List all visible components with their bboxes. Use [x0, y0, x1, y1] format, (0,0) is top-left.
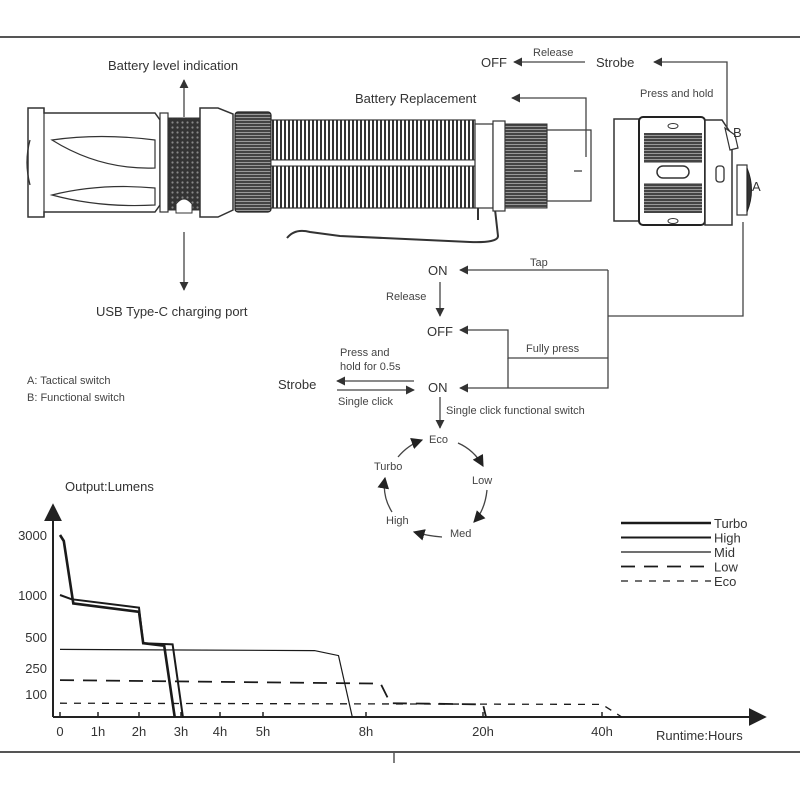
battery-level-label: Battery level indication [108, 58, 238, 73]
on-state-top: ON [428, 263, 448, 278]
x-tick-label: 40h [591, 724, 613, 739]
usb-port [175, 198, 193, 214]
tap-label: Tap [530, 257, 548, 269]
y-tick-label: 500 [25, 630, 47, 645]
mode-turbo: Turbo [374, 461, 402, 473]
cycle-arrow [412, 529, 443, 541]
cycle-arrow [473, 489, 488, 523]
strobe-label-top: Strobe [596, 55, 634, 70]
usb-port-label: USB Type-C charging port [96, 304, 248, 319]
x-tick-label: 3h [174, 724, 188, 739]
battery-level-knurl [167, 117, 201, 211]
on-state-bottom: ON [428, 380, 448, 395]
legend-label: Eco [714, 574, 736, 589]
release-label-top: Release [533, 47, 573, 59]
strobe-label-flow: Strobe [278, 377, 316, 392]
x-tick-label: 5h [256, 724, 270, 739]
x-tick-label: 20h [472, 724, 494, 739]
switch-legend-b: B: Functional switch [27, 392, 125, 404]
mode-med: Med [450, 528, 471, 540]
mode-high: High [386, 515, 409, 527]
mode-low: Low [472, 475, 492, 487]
press-hold-line1: Press and [340, 347, 390, 359]
tactical-switch-a [746, 167, 752, 213]
y-tick-label: 100 [25, 687, 47, 702]
flashlight-illustration [26, 107, 752, 244]
single-click-functional-label: Single click functional switch [446, 405, 585, 417]
cycle-arrow [377, 476, 393, 513]
series-line-eco [59, 702, 623, 718]
cycle-arrow [397, 438, 424, 458]
series-line-turbo [58, 534, 176, 718]
x-tick-label: 0 [56, 724, 63, 739]
y-tick-label: 1000 [18, 588, 47, 603]
press-hold-line2: hold for 0.5s [340, 361, 401, 373]
off-label-top: OFF [481, 55, 507, 70]
tailcap [613, 118, 640, 222]
legend-label: Mid [714, 545, 735, 560]
x-tick-label: 1h [91, 724, 105, 739]
press-and-hold-label: Press and hold [640, 88, 713, 100]
y-tick-label: 3000 [18, 528, 47, 543]
functional-switch-b [724, 126, 739, 151]
y-tick-label: 250 [25, 661, 47, 676]
mode-eco: Eco [429, 434, 448, 446]
legend-label: Turbo [714, 516, 747, 531]
legend-label: Low [714, 560, 738, 575]
switch-legend-a: A: Tactical switch [27, 375, 111, 387]
battery-replacement-label: Battery Replacement [355, 91, 477, 106]
fully-press-label: Fully press [526, 343, 580, 355]
series-line-high [59, 594, 184, 718]
legend-label: High [714, 531, 741, 546]
y-axis-label: Output:Lumens [65, 479, 154, 494]
x-tick-label: 8h [359, 724, 373, 739]
release-label-flow: Release [386, 291, 426, 303]
series-line-low [59, 679, 487, 718]
x-tick-label: 2h [132, 724, 146, 739]
x-axis-label: Runtime:Hours [656, 728, 743, 743]
off-state: OFF [427, 324, 453, 339]
runtime-chart: Output:Lumens Runtime:Hours 300010005002… [18, 479, 767, 743]
cycle-arrow [457, 442, 484, 468]
single-click-label: Single click [338, 396, 394, 408]
label-a: A [752, 179, 761, 194]
series-line-mid [59, 648, 353, 718]
label-b: B [733, 125, 742, 140]
mode-cycle: Eco Low Med High Turbo [374, 434, 492, 541]
x-tick-label: 4h [213, 724, 227, 739]
